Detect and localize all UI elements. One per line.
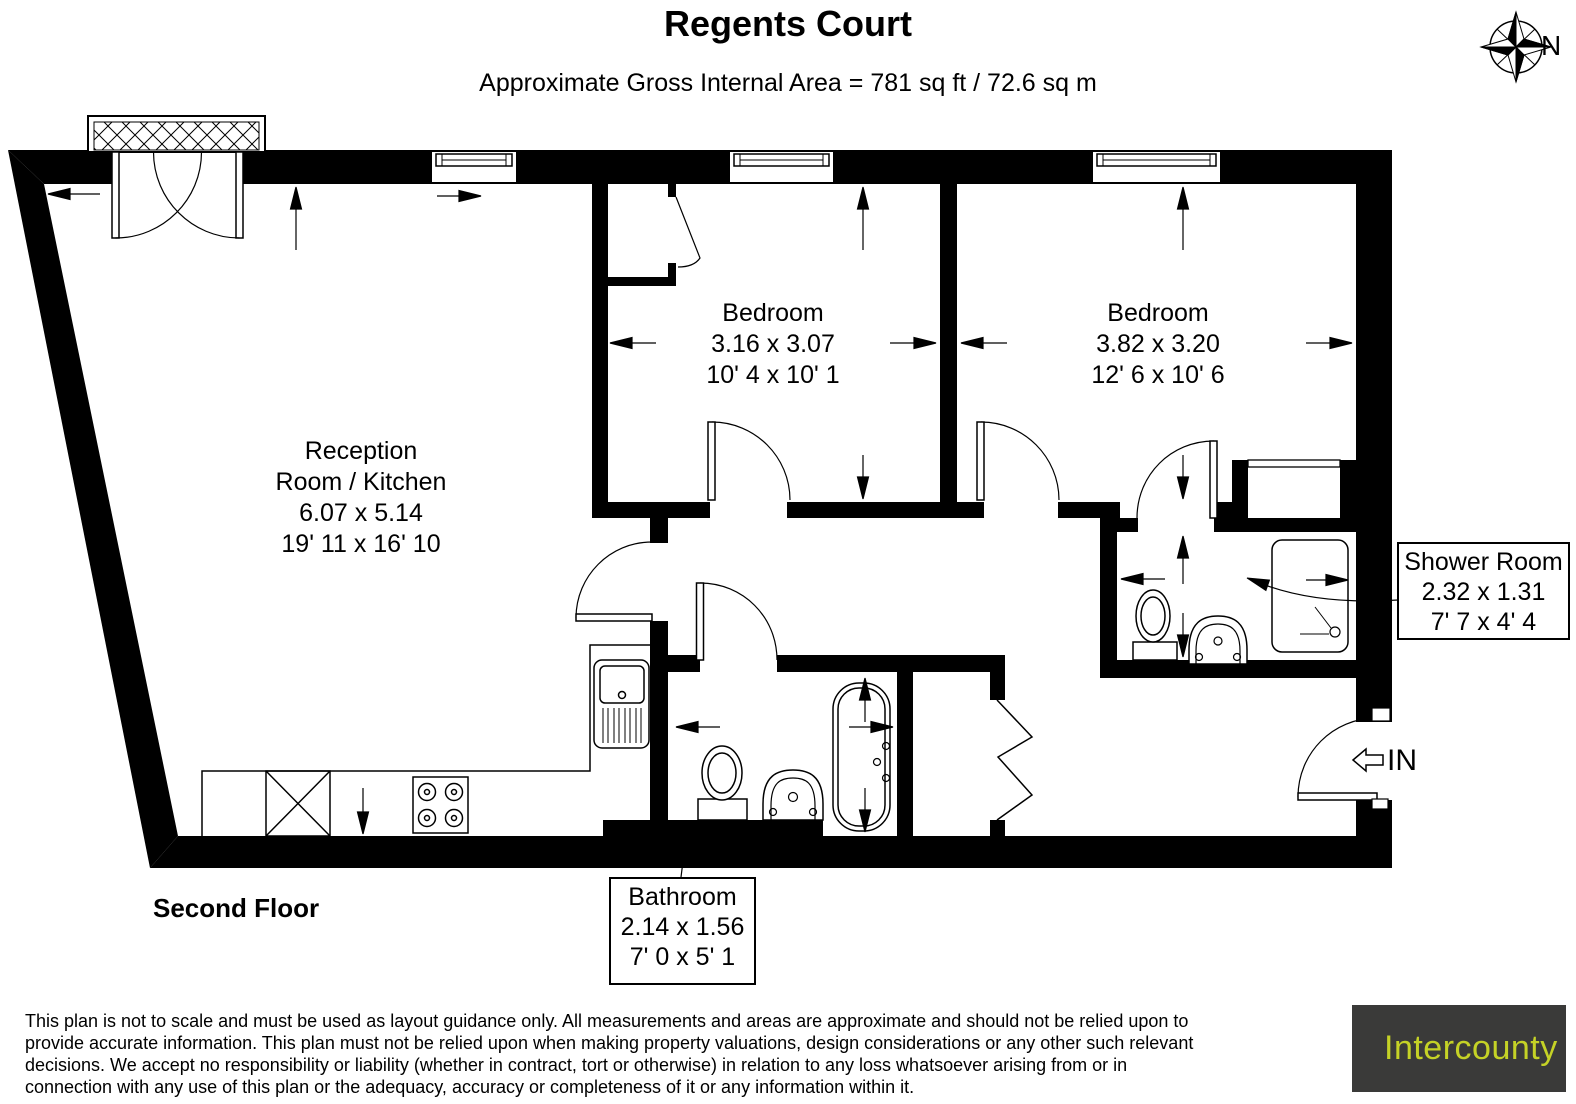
bathroom-fixtures	[697, 682, 891, 832]
bedroom-1-door	[707, 421, 791, 501]
bathroom-label-box: Bathroom 2.14 x 1.56 7' 0 x 5' 1	[609, 877, 756, 985]
bath-icon	[832, 682, 891, 832]
outer-walls	[8, 150, 1392, 868]
windows	[432, 149, 1220, 185]
room-name: Bedroom	[722, 299, 824, 327]
room-size-imperial: 7' 0 x 5' 1	[629, 943, 736, 971]
shower-room-fixtures	[1132, 539, 1349, 665]
page-title: Regents Court	[663, 3, 912, 44]
shower-room-label-box: Shower Room 2.32 x 1.31 7' 7 x 4' 4	[1397, 542, 1570, 640]
wardrobe-niche	[1247, 459, 1341, 468]
area-subtitle: Approximate Gross Internal Area = 781 sq…	[479, 69, 1097, 97]
bathroom-door	[695, 582, 778, 661]
shower-room-door	[1136, 440, 1218, 519]
bedroom-2-door	[976, 421, 1060, 501]
toilet-icon	[697, 745, 748, 821]
room-name: Reception	[304, 437, 418, 465]
floor-name-label: Second Floor	[153, 893, 320, 923]
reception-room-label: Reception Room / Kitchen 6.07 x 5.14 19'…	[241, 436, 481, 560]
hob-icon	[412, 776, 469, 834]
shower-toilet-icon	[1132, 589, 1178, 661]
dimension-arrows	[47, 186, 1353, 835]
bedroom-2-label: Bedroom 3.82 x 3.20 12' 6 x 10' 6	[1038, 298, 1278, 391]
logo-text: Intercounty	[1384, 1029, 1558, 1067]
room-size-metric: 2.14 x 1.56	[620, 913, 745, 941]
disclaimer-line: decisions. We accept no responsibility o…	[25, 1055, 1128, 1075]
window-bedroom-2	[1093, 149, 1220, 185]
room-size-metric: 2.32 x 1.31	[1421, 578, 1546, 606]
interior-walls	[592, 183, 1356, 838]
room-name: Bedroom	[1107, 299, 1209, 327]
room-size-metric: 3.82 x 3.20	[1096, 330, 1220, 358]
disclaimer-text: This plan is not to scale and must be us…	[25, 1010, 1193, 1098]
intercounty-logo: Intercounty	[1352, 1005, 1566, 1092]
reception-door	[575, 541, 653, 622]
doors	[575, 196, 1391, 821]
room-size-metric: 3.16 x 3.07	[711, 330, 835, 358]
basin-icon	[762, 769, 824, 821]
disclaimer-line: provide accurate information. This plan …	[25, 1033, 1194, 1053]
entrance-door	[1297, 707, 1391, 810]
room-size-imperial: 12' 6 x 10' 6	[1091, 361, 1225, 389]
compass-icon	[1479, 10, 1553, 84]
washing-machine-icon	[265, 770, 331, 837]
room-size-imperial: 7' 7 x 4' 4	[1430, 608, 1537, 636]
kitchen-counter	[201, 644, 652, 837]
window-bedroom-1	[730, 149, 833, 185]
room-name: Shower Room	[1404, 548, 1563, 576]
closet-door	[675, 196, 701, 268]
compass-north-label: N	[1541, 30, 1562, 61]
room-size-metric: 6.07 x 5.14	[299, 499, 423, 527]
french-doors	[111, 151, 244, 239]
cupboard-bifold-door	[996, 699, 1034, 821]
balcony	[87, 115, 266, 186]
sink-drainer-icon	[593, 659, 650, 749]
room-size-imperial: 19' 11 x 16' 10	[281, 530, 441, 558]
window-reception	[432, 149, 516, 185]
bedroom-1-label: Bedroom 3.16 x 3.07 10' 4 x 10' 1	[653, 298, 893, 391]
disclaimer-line: connection with any use of this plan or …	[25, 1077, 915, 1097]
shower-basin-icon	[1188, 615, 1248, 665]
disclaimer-line: This plan is not to scale and must be us…	[25, 1011, 1189, 1031]
entrance-arrow-icon	[1351, 747, 1384, 773]
room-size-imperial: 10' 4 x 10' 1	[706, 361, 840, 389]
entrance-in-label: IN	[1387, 744, 1417, 777]
room-name: Room / Kitchen	[275, 468, 447, 496]
label-leader-lines	[680, 577, 1399, 878]
room-name: Bathroom	[628, 883, 737, 911]
